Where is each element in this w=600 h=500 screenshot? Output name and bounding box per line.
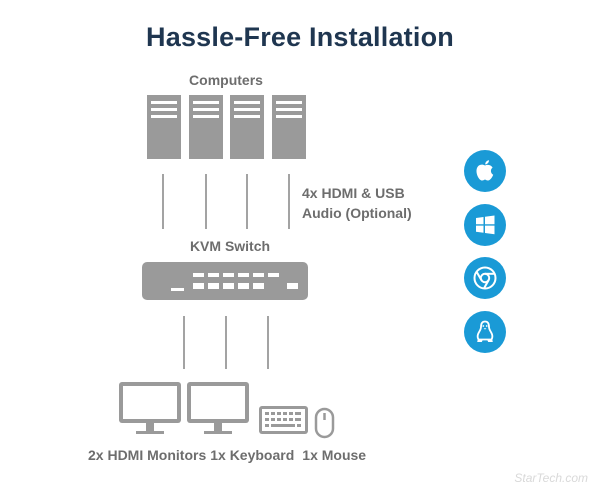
keyboard-icon — [259, 406, 308, 434]
kvm-switch-label: KVM Switch — [189, 238, 271, 254]
keyboard-label: 1x Keyboard — [210, 447, 295, 463]
computers-label: Computers — [189, 72, 263, 88]
monitors-label: 2x HDMI Monitors — [88, 447, 207, 463]
windows-icon — [464, 204, 506, 246]
mouse-label: 1x Mouse — [302, 447, 367, 463]
cable-label-line2: Audio (Optional) — [302, 205, 412, 221]
apple-icon — [464, 150, 506, 192]
kvm-switch-icon — [142, 262, 308, 300]
computer-tower-icon — [147, 95, 181, 159]
cable-label-line1: 4x HDMI & USB — [302, 185, 405, 201]
computer-cables — [162, 174, 290, 229]
mouse-icon — [314, 407, 335, 439]
startech-watermark: StarTech.com — [514, 471, 588, 485]
linux-icon — [464, 311, 506, 353]
cable-label: 4x HDMI & USB Audio (Optional) — [302, 183, 412, 223]
monitor-icon — [187, 382, 249, 434]
computer-tower-icon — [230, 95, 264, 159]
computers-group — [147, 95, 306, 159]
computer-tower-icon — [272, 95, 306, 159]
chrome-icon — [464, 257, 506, 299]
computer-tower-icon — [189, 95, 223, 159]
peripheral-cables — [183, 316, 269, 369]
page-title: Hassle-Free Installation — [146, 22, 454, 52]
monitor-icon — [119, 382, 181, 434]
